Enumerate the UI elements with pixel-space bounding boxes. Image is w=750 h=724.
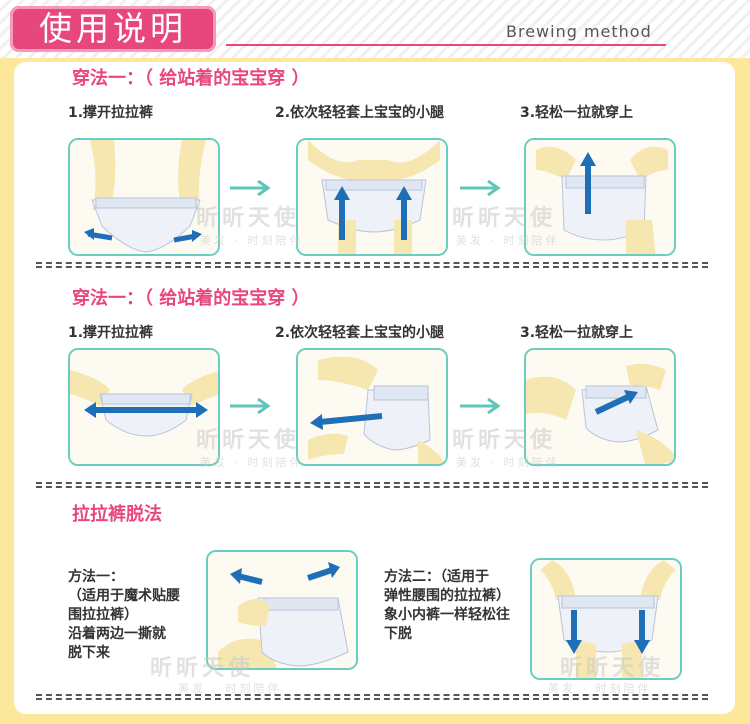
removal-method1-illustration [206, 550, 358, 670]
section-divider-1 [36, 262, 708, 268]
removal-method1-line: 围拉拉裤） [68, 607, 138, 623]
removal-method2-illustration [530, 558, 682, 680]
watermark-brand-1: 昕昕天使 [196, 206, 301, 231]
removal-method1-line: 方法一： [68, 569, 124, 585]
section2-step3-label: 3.轻松一拉就穿上 [520, 325, 634, 341]
watermark-brand-5: 昕昕天使 [150, 656, 255, 681]
section1-step3-illustration [524, 138, 676, 256]
section-divider-2 [36, 482, 708, 488]
removal-method1-line: （适用于魔术贴腰 [68, 588, 180, 604]
section1-step2-illustration [296, 138, 448, 256]
section2-arrow1-icon [230, 398, 271, 414]
title-badge: 使用说明 [10, 6, 216, 52]
section2-title: 穿法一：（ 给站着的宝宝穿 ） [72, 288, 310, 309]
removal-method2-line: 弹性腰围的拉拉裤） [384, 588, 510, 604]
page-title: 使用说明 [39, 9, 187, 48]
watermark-brand-6: 昕昕天使 [560, 656, 665, 681]
removal-method1-text: 方法一： （适用于魔术贴腰 围拉拉裤） 沿着两边一撕就 脱下来 [68, 568, 180, 663]
removal-method2-line: 下脱 [384, 626, 412, 642]
removal-method2-line: 方法二：（适用于 [384, 569, 489, 585]
header-subtitle: Brewing method [506, 22, 652, 41]
section1-arrow1-icon [230, 180, 271, 196]
watermark-slogan-4: 美发 · 时刻陪伴 [456, 456, 560, 469]
header-rule [226, 44, 666, 46]
removal-method1-line: 脱下来 [68, 645, 110, 661]
section1-title: 穿法一：（ 给站着的宝宝穿 ） [72, 68, 310, 89]
watermark-slogan-6: 美发 · 时刻陪伴 [548, 682, 652, 695]
section1-step3-label: 3.轻松一拉就穿上 [520, 105, 634, 121]
section-divider-3 [36, 694, 708, 700]
section2-arrow2-icon [460, 398, 501, 414]
section2-step1-label: 1.撑开拉拉裤 [68, 325, 154, 341]
header-banner: 使用说明 Brewing method [0, 0, 750, 58]
watermark-slogan-5: 美发 · 时刻陪伴 [178, 682, 282, 695]
section3-title: 拉拉裤脱法 [72, 504, 162, 525]
section1-step2-label: 2.依次轻轻套上宝宝的小腿 [275, 105, 445, 121]
section2-step2-illustration [296, 348, 448, 466]
removal-method1-line: 沿着两边一撕就 [68, 626, 166, 642]
removal-method2-text: 方法二：（适用于 弹性腰围的拉拉裤） 象小内裤一样轻松往 下脱 [384, 568, 510, 644]
section1-step1-label: 1.撑开拉拉裤 [68, 105, 154, 121]
watermark-brand-3: 昕昕天使 [196, 428, 301, 453]
watermark-slogan-1: 美发 · 时刻陪伴 [200, 234, 304, 247]
watermark-brand-2: 昕昕天使 [452, 206, 557, 231]
section2-step1-illustration [68, 348, 220, 466]
section2-step3-illustration [524, 348, 676, 466]
section2-step2-label: 2.依次轻轻套上宝宝的小腿 [275, 325, 445, 341]
section1-step1-illustration [68, 138, 220, 256]
removal-method2-line: 象小内裤一样轻松往 [384, 607, 510, 623]
watermark-slogan-3: 美发 · 时刻陪伴 [200, 456, 304, 469]
watermark-slogan-2: 美发 · 时刻陪伴 [456, 234, 560, 247]
watermark-brand-4: 昕昕天使 [452, 428, 557, 453]
section1-arrow2-icon [460, 180, 501, 196]
